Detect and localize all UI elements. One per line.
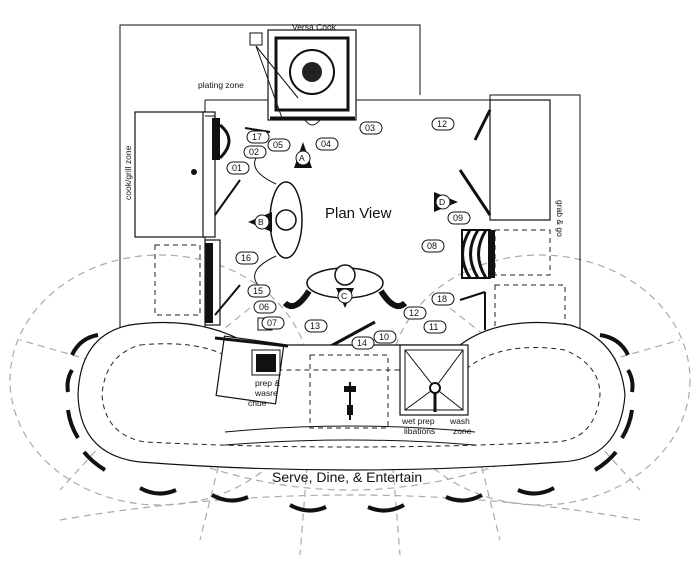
- marker-b: B: [248, 212, 272, 232]
- callout-12a: 12: [431, 117, 455, 131]
- callout-09: 09: [447, 211, 471, 225]
- svg-text:03: 03: [365, 123, 375, 133]
- grab-and-go-counter: [489, 99, 551, 221]
- callout-18: 18: [431, 292, 455, 306]
- marker-d: D: [434, 192, 458, 212]
- callout-17: 17: [246, 130, 270, 144]
- marker-c: C: [336, 288, 354, 308]
- cook-grill-counter: cook/grill zone: [123, 111, 231, 326]
- versa-cook-station: Versa Cook plating zone: [198, 22, 357, 126]
- svg-text:04: 04: [321, 139, 331, 149]
- grab-and-go-label: grab & go: [555, 200, 565, 237]
- svg-text:10: 10: [379, 332, 389, 342]
- wet-prep-label-1: wet prep: [401, 416, 435, 426]
- stools: [65, 333, 635, 513]
- wash-sink: wet prep libations wash zone: [399, 344, 472, 436]
- svg-text:07: 07: [267, 318, 277, 328]
- callout-03: 03: [359, 121, 383, 135]
- svg-text:16: 16: [241, 253, 251, 263]
- plating-zone-label: plating zone: [198, 80, 244, 90]
- versa-cook-label: Versa Cook: [292, 22, 337, 32]
- wash-zone-label-1: wash: [449, 416, 470, 426]
- callout-16: 16: [235, 251, 259, 265]
- svg-text:05: 05: [273, 140, 283, 150]
- callout-02: 02: [243, 145, 267, 159]
- prep-label-2: wasre: [254, 388, 278, 398]
- prep-label-3: chue: [248, 398, 267, 408]
- svg-text:12: 12: [437, 119, 447, 129]
- plating-tablet-icon: [249, 32, 263, 46]
- serve-dine-entertain-label: Serve, Dine, & Entertain: [272, 469, 422, 485]
- svg-text:01: 01: [232, 163, 242, 173]
- prep-label-1: prep &: [255, 378, 280, 388]
- svg-text:15: 15: [253, 286, 263, 296]
- svg-text:09: 09: [453, 213, 463, 223]
- svg-text:17: 17: [252, 132, 262, 142]
- callout-14: 14: [351, 336, 375, 350]
- callout-01: 01: [226, 161, 250, 175]
- callout-10: 10: [373, 330, 397, 344]
- svg-text:14: 14: [357, 338, 367, 348]
- callout-08: 08: [421, 239, 445, 253]
- svg-text:08: 08: [427, 241, 437, 251]
- prep-waste-station: prep & wasre chue: [214, 317, 289, 408]
- callout-05: 05: [267, 138, 291, 152]
- svg-text:12: 12: [409, 308, 419, 318]
- cook-grill-label: cook/grill zone: [123, 145, 133, 200]
- callout-06: 06: [253, 300, 277, 314]
- svg-text:02: 02: [249, 147, 259, 157]
- callout-04: 04: [315, 137, 339, 151]
- plan-view-title: Plan View: [325, 205, 392, 222]
- svg-text:D: D: [439, 197, 445, 207]
- wet-prep-label-2: libations: [404, 426, 435, 436]
- callout-11: 11: [423, 320, 447, 334]
- serving-counter: [77, 321, 626, 471]
- svg-text:C: C: [341, 291, 347, 301]
- view-markers: A B C D: [248, 142, 458, 308]
- svg-text:18: 18: [437, 294, 447, 304]
- callout-15: 15: [247, 284, 271, 298]
- rack-08: [461, 229, 495, 279]
- marker-a: A: [294, 142, 312, 168]
- person-figures: [254, 154, 408, 309]
- svg-text:A: A: [299, 153, 305, 163]
- callout-12b: 12: [403, 306, 427, 320]
- center-prep-station: [309, 354, 389, 429]
- callout-13: 13: [304, 319, 328, 333]
- wash-zone-label-2: zone: [453, 426, 472, 436]
- svg-text:13: 13: [310, 321, 320, 331]
- callout-07: 07: [261, 316, 285, 330]
- person-c: [282, 264, 408, 309]
- svg-text:11: 11: [429, 322, 438, 332]
- svg-text:B: B: [258, 217, 264, 227]
- callout-labels: 01 02 03 04 05 06 07 08 09 10 11 12 12 1…: [226, 117, 471, 350]
- svg-text:06: 06: [259, 302, 269, 312]
